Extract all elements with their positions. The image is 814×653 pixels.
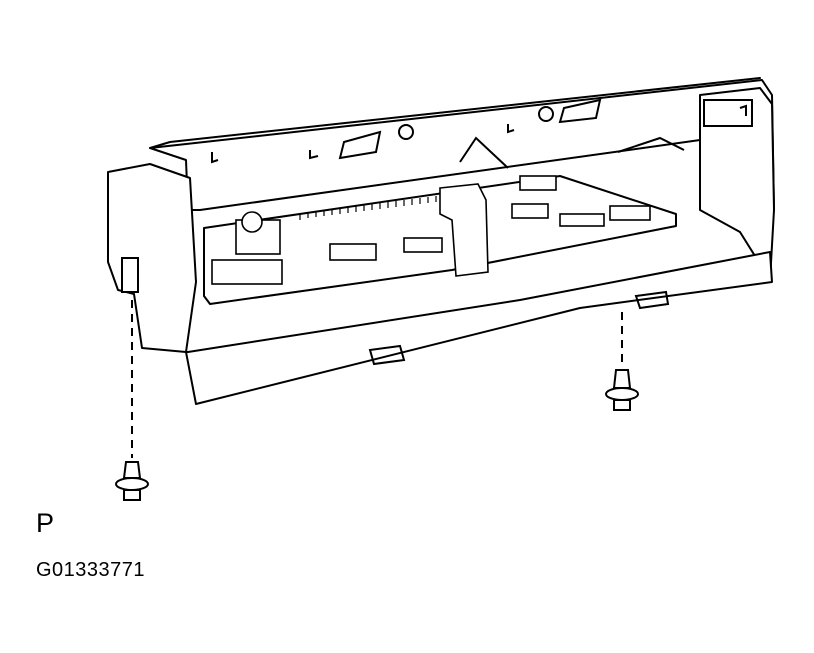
- board-connector-right: [609, 205, 651, 221]
- plate-clip-left: [368, 344, 406, 366]
- board-chip-2: [403, 237, 443, 253]
- board-chip-1: [329, 243, 377, 261]
- board-chip-5: [519, 175, 557, 191]
- right-tab-mark: [739, 104, 747, 116]
- wall-hole-2: [538, 106, 554, 122]
- board-chip-4: [559, 213, 605, 227]
- center-clip: [439, 183, 489, 277]
- wall-slot-2: [558, 98, 602, 124]
- board-pin-row: [299, 196, 437, 220]
- tray-front-lip: [185, 251, 773, 405]
- wall-slot-1: [338, 130, 382, 160]
- wall-rib-left: [459, 136, 509, 169]
- view-label: P: [36, 508, 55, 538]
- tray-right-wall: [699, 87, 775, 281]
- plate-clip-right: [634, 290, 670, 310]
- board-chip-3: [511, 203, 549, 219]
- left-mount-bracket: [107, 163, 197, 353]
- wall-hole-1: [398, 124, 414, 140]
- wall-hook-mid: [309, 150, 319, 160]
- wall-hook-right: [507, 124, 515, 134]
- back-wall-top-edge: [149, 77, 761, 149]
- board-connector-left: [211, 259, 283, 285]
- board-capacitor: [241, 211, 263, 233]
- wall-rib-right: [617, 136, 685, 153]
- screw-left: [115, 461, 149, 501]
- screw-right: [605, 369, 639, 411]
- figure-code: G01333771: [36, 559, 146, 581]
- right-corner-tab: [703, 99, 753, 127]
- side-connector: [121, 257, 139, 293]
- wall-hook-left: [211, 152, 219, 164]
